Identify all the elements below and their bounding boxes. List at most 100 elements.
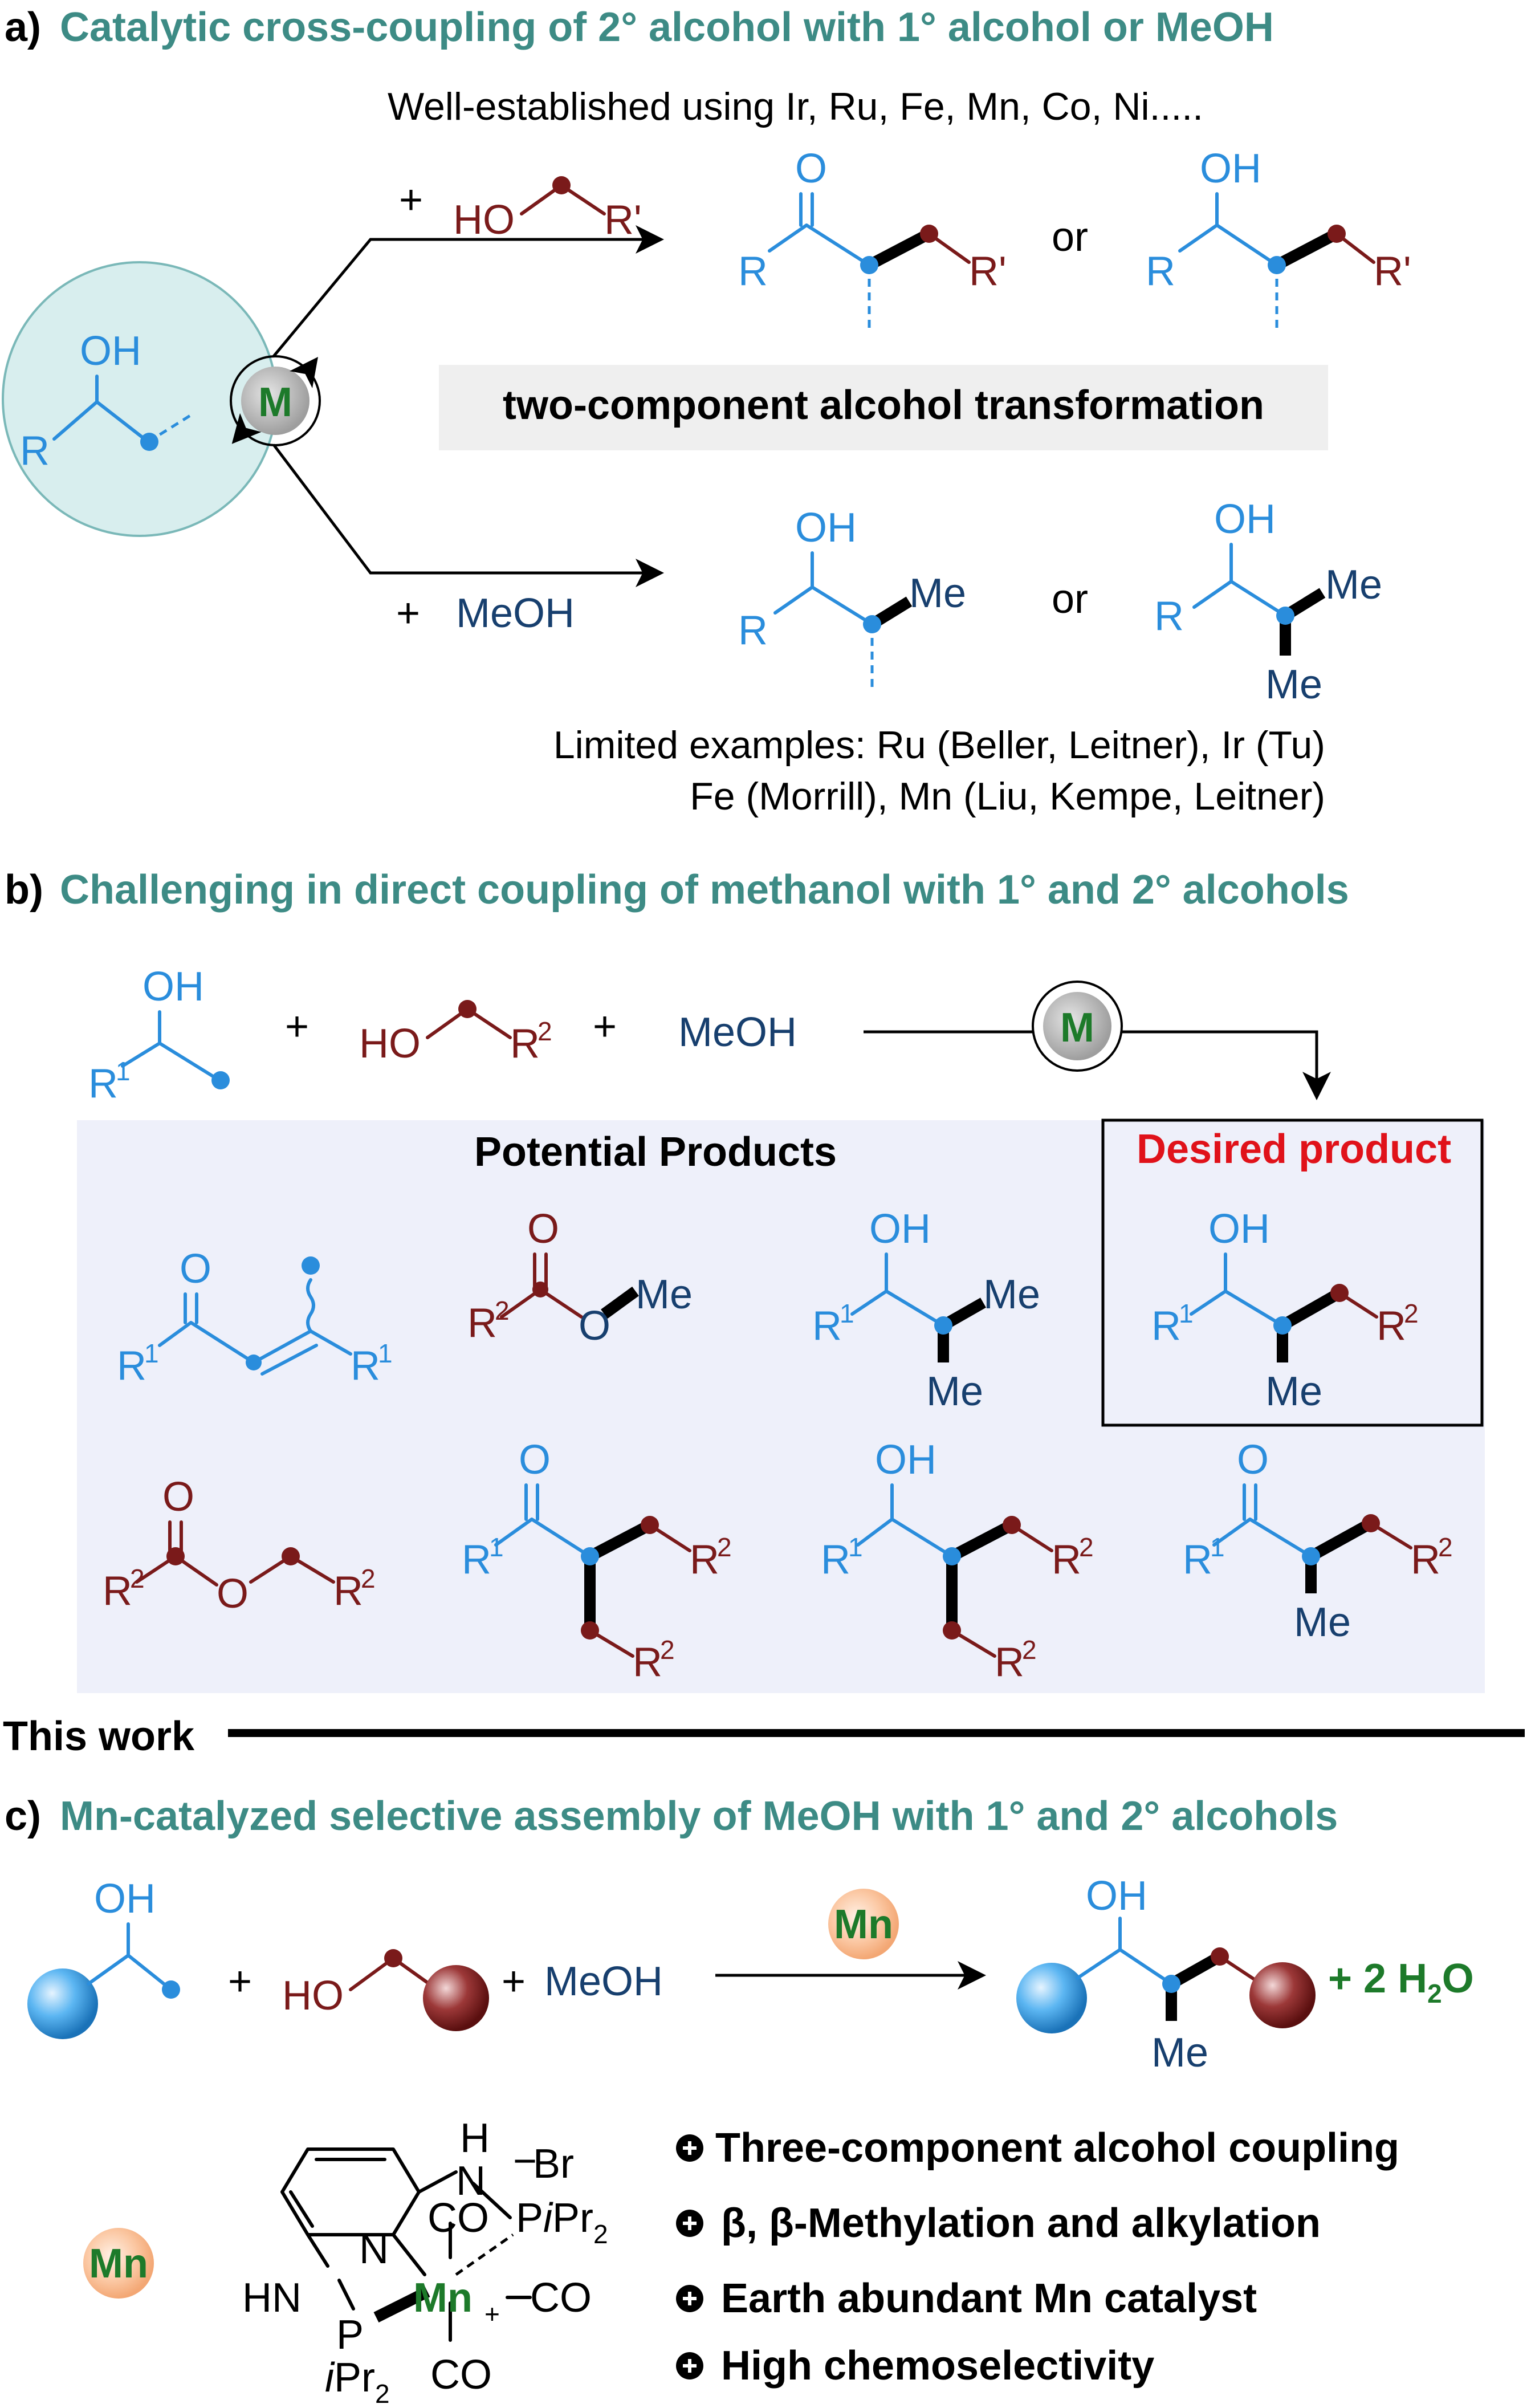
carbon-dot	[943, 1547, 961, 1565]
o-label: O	[795, 146, 827, 192]
r-superscript: 2	[361, 1564, 376, 1593]
oh-label: OH	[1214, 497, 1276, 542]
r-label: R	[462, 1537, 491, 1583]
water-suffix: O	[1442, 1956, 1474, 2002]
bond	[417, 2170, 458, 2194]
metal-catalyst-cycle: M	[1032, 981, 1123, 1072]
carbon-dot	[1273, 1316, 1292, 1335]
feature-text: Earth abundant Mn catalyst	[721, 2276, 1257, 2321]
isopropyl-prefix: i	[325, 2355, 335, 2401]
oh-label: OH	[142, 964, 204, 1010]
carbon-dot	[302, 1256, 320, 1275]
bond	[850, 1290, 945, 1327]
carbon-dot	[641, 1516, 659, 1534]
feature-list: Three-component alcohol coupling β, β-Me…	[676, 2125, 1399, 2389]
water-prefix: + 2 H	[1328, 1956, 1427, 2002]
section-b: b) Challenging in direct coupling of met…	[5, 867, 1485, 1693]
substituent-sphere	[423, 1965, 489, 2031]
bond	[306, 2233, 329, 2268]
h-label: H	[460, 2116, 490, 2161]
me-label: Me	[926, 1369, 983, 1414]
product-dialkyl-alcohol: OH R 1 R 2 R 2	[821, 1437, 1094, 1685]
r-label: R	[510, 1021, 540, 1067]
mn-pnp-complex-structure: H N − Br CO PiPr2 N HN Mn + CO P iPr2 CO	[242, 2116, 608, 2408]
alpha-carbon-dot	[860, 256, 878, 274]
oh-label: OH	[1200, 146, 1261, 192]
r-superscript: 1	[489, 1532, 504, 1562]
p-letter: P	[516, 2195, 543, 2241]
r-label: R	[995, 1640, 1024, 1685]
bond	[252, 1329, 312, 1364]
bond	[1192, 580, 1287, 617]
wavy-bond	[306, 1278, 315, 1333]
plus-bullet-cross	[683, 2216, 697, 2230]
alpha-carbon-dot	[1276, 607, 1294, 625]
ho-label: HO	[282, 1973, 344, 2019]
carbon-dot	[1328, 225, 1346, 243]
o-label: O	[1237, 1437, 1269, 1483]
catalyst-label: Mn	[834, 1902, 893, 1947]
bottom-reaction-arrow	[272, 444, 664, 587]
carbon-dot	[211, 1071, 230, 1089]
r-superscript: 2	[130, 1564, 145, 1593]
carbon-dot	[943, 1621, 961, 1640]
feature-text: High chemoselectivity	[721, 2343, 1154, 2389]
bond	[260, 1344, 318, 1376]
r-label: R	[117, 1343, 146, 1389]
r-label: R	[351, 1343, 380, 1389]
r-label: R	[1052, 1537, 1081, 1583]
or-text: or	[1052, 576, 1088, 622]
n-label: N	[359, 2227, 389, 2272]
r-superscript: 1	[1179, 1299, 1194, 1328]
wedge-bond	[1274, 229, 1339, 270]
reactant-secondary-alcohol: OH R 1	[88, 964, 230, 1107]
water-subscript: 2	[1427, 1979, 1442, 2008]
charge-plus: +	[484, 2299, 500, 2329]
wedge-bond	[1308, 1518, 1374, 1561]
me-label: Me	[1265, 662, 1322, 707]
mn-catalyst-legend: Mn	[83, 2228, 154, 2299]
rprime-label: R'	[1374, 249, 1411, 294]
r-superscript: 2	[1079, 1532, 1094, 1562]
substrate-highlight-circle	[2, 261, 278, 537]
r-label: R	[633, 1640, 662, 1685]
o-label: O	[180, 1246, 211, 1292]
potential-products-label: Potential Products	[474, 1129, 837, 1175]
r-label: R	[738, 608, 768, 653]
r-superscript: 2	[660, 1635, 675, 1665]
potential-products-panel	[77, 1120, 1485, 1693]
carbon-dot	[1302, 1547, 1320, 1565]
plus-sign: +	[593, 1004, 617, 1050]
well-established-note: Well-established using Ir, Ru, Fe, Mn, C…	[388, 85, 1203, 128]
product-alcohol: OH R R'	[1146, 146, 1411, 331]
product-ketone: O R R'	[738, 146, 1007, 331]
feature-text: β, β-Methylation and alkylation	[721, 2200, 1321, 2246]
substituent-sphere	[1016, 1963, 1087, 2033]
product-methylated-alcohol: OH R Me	[738, 505, 966, 690]
oh-label: OH	[1086, 1873, 1147, 1919]
r-label: R	[88, 1061, 118, 1107]
section-a-title: Catalytic cross-coupling of 2° alcohol w…	[60, 5, 1274, 50]
reagent-primary-alcohol: HO R'	[453, 176, 642, 243]
catalyst-sphere	[828, 1889, 899, 1959]
bond	[471, 2182, 512, 2219]
substrate-2-alcohol: OH R	[2, 261, 278, 537]
wedge-bond	[601, 1286, 639, 1319]
r-superscript: 2	[1404, 1299, 1419, 1328]
feature-item: β, β-Methylation and alkylation	[676, 2200, 1321, 2246]
oh-label: OH	[1208, 1206, 1270, 1252]
reactant-primary-alcohol: HO R 2	[359, 1000, 552, 1067]
mn-center-label: Mn	[413, 2275, 473, 2321]
r-superscript: 2	[537, 1016, 552, 1046]
bond	[392, 2233, 426, 2276]
plus-sign: +	[228, 1959, 252, 2004]
wedge-bond	[866, 229, 932, 270]
r-label: R	[1183, 1537, 1212, 1583]
product-enone: O R 1 R 1	[117, 1246, 393, 1389]
wedge-bond	[1280, 1288, 1342, 1331]
product-dimethyl-alcohol: OH R 1 Me Me	[812, 1206, 1040, 1414]
r-superscript: 2	[495, 1296, 510, 1325]
me-label: Me	[983, 1272, 1040, 1317]
bond	[1190, 1290, 1284, 1327]
bond	[121, 1042, 221, 1082]
